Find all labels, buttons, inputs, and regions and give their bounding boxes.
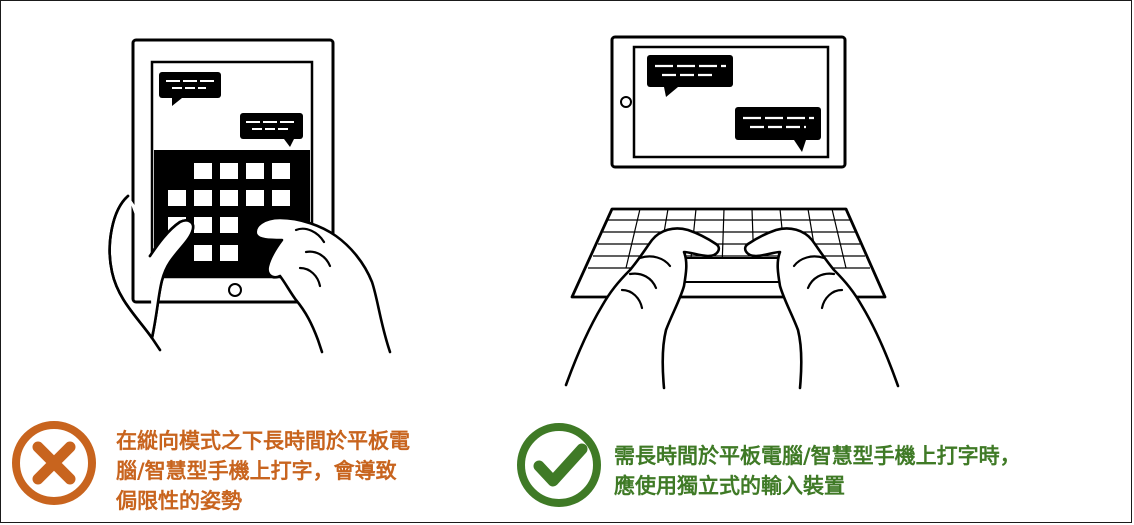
right-hand: [254, 216, 392, 354]
cross-icon: [12, 421, 96, 505]
home-button-icon: [228, 283, 242, 297]
home-button-icon: [620, 96, 632, 108]
chat-bubble-icon: [240, 113, 303, 147]
spacebar: [683, 257, 789, 283]
chat-bubble-icon: [647, 55, 733, 97]
portrait-tablet-illustration: [108, 38, 392, 354]
check-icon: [517, 423, 601, 507]
chat-bubble-icon: [735, 107, 821, 152]
caption-line: 腦/智慧型手機上打字，會導致: [116, 459, 397, 483]
caption-line: 應使用獨立式的輸入裝置: [614, 474, 845, 498]
chat-bubble-icon: [159, 72, 221, 106]
landscape-tablet-illustration: [564, 35, 900, 390]
caption-line: 需長時間於平板電腦/智慧型手機上打字時，: [614, 444, 1021, 468]
good-practice-caption: 需長時間於平板電腦/智慧型手機上打字時， 應使用獨立式的輸入裝置: [614, 441, 1021, 501]
bad-practice-caption: 在縱向模式之下長時間於平板電 腦/智慧型手機上打字，會導致 侷限性的姿勢: [116, 426, 410, 516]
caption-line: 侷限性的姿勢: [116, 489, 242, 513]
caption-line: 在縱向模式之下長時間於平板電: [116, 429, 410, 453]
